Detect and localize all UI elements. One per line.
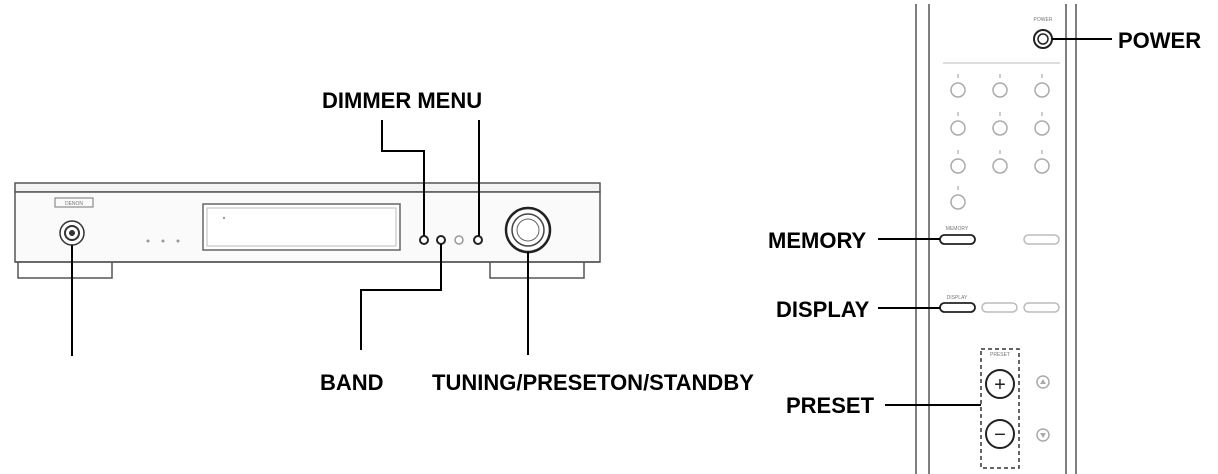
indicator-dots bbox=[146, 239, 180, 243]
preset-plus-key[interactable]: + bbox=[985, 369, 1015, 399]
svg-text:POWER: POWER bbox=[1034, 17, 1053, 23]
preset-group: PRESET bbox=[980, 348, 1020, 469]
dimmer-button[interactable] bbox=[419, 235, 429, 245]
remote-sensor bbox=[454, 235, 464, 245]
band-button[interactable] bbox=[436, 235, 446, 245]
front-display bbox=[202, 203, 401, 251]
tuning-knob[interactable] bbox=[504, 206, 552, 254]
remote-band-key[interactable] bbox=[1023, 302, 1060, 313]
number-key-ticks bbox=[957, 74, 1043, 190]
unit-power-knob[interactable] bbox=[59, 220, 85, 246]
remote-shift-key[interactable] bbox=[1023, 234, 1060, 245]
menu-button[interactable] bbox=[473, 235, 483, 245]
remote-power-key[interactable]: POWER bbox=[1033, 17, 1053, 49]
svg-text:MEMORY: MEMORY bbox=[946, 226, 969, 232]
leader-lines-remote bbox=[878, 38, 1112, 406]
label-preset: PRESET bbox=[786, 393, 875, 418]
label-display: DISPLAY bbox=[776, 297, 870, 322]
preset-minus-key[interactable]: − bbox=[985, 419, 1015, 449]
plus-icon: + bbox=[994, 374, 1006, 396]
remote-display-key[interactable]: DISPLAY bbox=[939, 295, 976, 313]
number-keys[interactable] bbox=[950, 82, 1050, 210]
leader-lines-unit bbox=[71, 120, 529, 356]
minus-icon: − bbox=[994, 424, 1006, 446]
brand-text: DENON bbox=[65, 201, 83, 207]
tuning-down-key[interactable] bbox=[1036, 428, 1050, 442]
triangle-down-icon bbox=[1040, 433, 1046, 438]
remote-memory-key[interactable]: MEMORY bbox=[939, 226, 976, 245]
tuning-up-key[interactable] bbox=[1036, 375, 1050, 389]
triangle-up-icon bbox=[1040, 379, 1046, 384]
svg-text:DISPLAY: DISPLAY bbox=[947, 295, 968, 301]
remote-auto-key[interactable] bbox=[981, 302, 1018, 313]
brand-badge: DENON bbox=[54, 197, 94, 208]
label-memory: MEMORY bbox=[768, 228, 867, 253]
svg-text:PRESET: PRESET bbox=[990, 352, 1010, 358]
label-dimmer-menu: DIMMER MENU bbox=[322, 88, 482, 113]
label-tuning: TUNING/PRESETON/STANDBY bbox=[432, 370, 754, 395]
label-power: POWER bbox=[1118, 28, 1201, 53]
label-band: BAND bbox=[320, 370, 384, 395]
